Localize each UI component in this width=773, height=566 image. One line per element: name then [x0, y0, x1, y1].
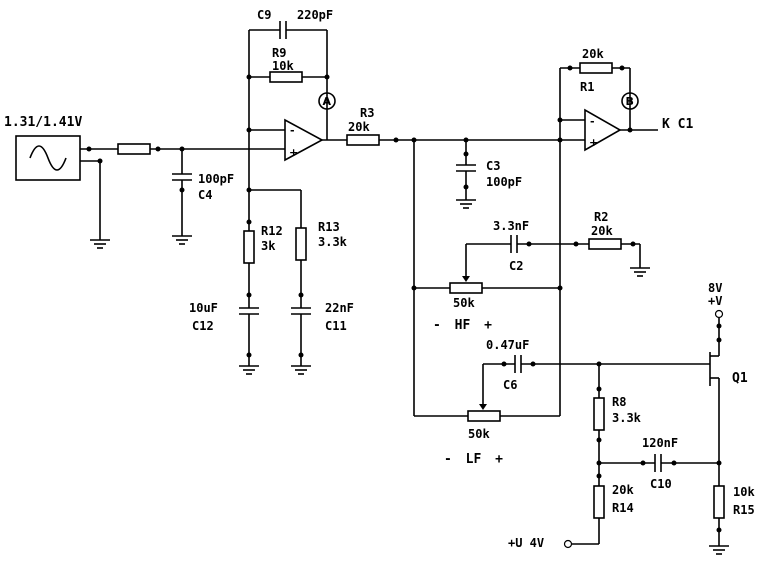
c4-value: 100pF	[198, 172, 234, 186]
capacitor-c3: C3 100pF	[455, 140, 522, 209]
r1-name: R1	[580, 80, 594, 94]
r12-value: 3k	[261, 239, 276, 253]
c11-value: 22nF	[325, 301, 354, 315]
opamp-2: - +	[584, 108, 622, 152]
r9-name: R9	[272, 46, 286, 60]
r9-value: 10k	[272, 59, 294, 73]
c2-name: C2	[509, 259, 523, 273]
c11-name: C11	[325, 319, 347, 333]
capacitor-c6: 0.47uF C6	[483, 338, 710, 392]
r3-name: R3	[360, 106, 374, 120]
signal-source: 1.31/1.41V	[4, 115, 118, 249]
svg-text:+: +	[289, 146, 298, 159]
input-resistor	[117, 143, 151, 155]
c9-name: C9	[257, 8, 271, 22]
c6-name: C6	[503, 378, 517, 392]
hf-pot-value: 50k	[453, 296, 475, 310]
ground-icon	[171, 235, 193, 245]
ground-icon	[238, 365, 260, 375]
hf-potentiometer[interactable]: 50k - HF +	[414, 244, 560, 333]
resistor-r1: 20k R1	[567, 47, 630, 94]
r2-value: 20k	[591, 224, 613, 238]
output-label: K C1	[662, 117, 693, 132]
svg-text:B: B	[626, 95, 634, 108]
svg-text:-: -	[590, 115, 595, 128]
r12-name: R12	[261, 224, 283, 238]
capacitor-c11: 22nF C11	[290, 301, 354, 375]
r15-value: 10k	[733, 485, 755, 499]
svg-text:A: A	[323, 95, 332, 108]
r13-name: R13	[318, 220, 340, 234]
lf-potentiometer[interactable]: 50k - LF +	[414, 364, 560, 467]
supply-voltage: 8V	[708, 281, 722, 295]
c3-value: 100pF	[486, 175, 522, 189]
hf-label: - HF +	[433, 318, 492, 333]
supply-label: +V	[708, 294, 722, 308]
r8-value: 3.3k	[612, 411, 642, 425]
c10-name: C10	[650, 477, 672, 491]
c4-name: C4	[198, 188, 212, 202]
opamp-1: - +	[284, 118, 324, 162]
capacitor-c4: 100pF C4	[171, 149, 234, 245]
c10-value: 120nF	[642, 436, 678, 450]
resistor-r12: R12 3k	[243, 190, 283, 308]
lf-pot-value: 50k	[468, 427, 490, 441]
c12-value: 10uF	[189, 301, 218, 315]
c2-value: 3.3nF	[493, 219, 529, 233]
resistor-r13: R13 3.3k	[295, 190, 348, 308]
transistor-q1: Q1	[709, 318, 748, 486]
source-label: 1.31/1.41V	[4, 115, 82, 130]
svg-text:+: +	[589, 136, 598, 149]
r8-name: R8	[612, 395, 626, 409]
r13-value: 3.3k	[318, 235, 348, 249]
c6-value: 0.47uF	[486, 338, 529, 352]
supply-terminal-icon	[714, 309, 724, 319]
resistor-r2: R2 20k	[588, 210, 651, 277]
r1-value: 20k	[582, 47, 604, 61]
bias-label: +U 4V	[508, 536, 544, 550]
ground-icon	[629, 267, 651, 277]
c12-name: C12	[192, 319, 214, 333]
probe-a-icon: A	[318, 92, 336, 110]
resistor-r14: 20k R14	[593, 483, 634, 519]
bias-terminal-icon	[563, 539, 573, 549]
ground-icon	[290, 365, 312, 375]
r2-name: R2	[594, 210, 608, 224]
r3-value: 20k	[348, 120, 370, 134]
q1-name: Q1	[732, 371, 748, 386]
c9-value: 220pF	[297, 8, 333, 22]
capacitor-c12: 10uF C12	[189, 301, 260, 375]
c3-name: C3	[486, 159, 500, 173]
capacitor-c10: 120nF C10	[599, 436, 719, 491]
r15-name: R15	[733, 503, 755, 517]
ground-icon	[455, 199, 477, 209]
resistor-r15: 10k R15	[708, 485, 755, 555]
capacitor-c9: C9 220pF	[249, 8, 333, 39]
ground-icon	[708, 545, 730, 555]
resistor-r3: R3 20k	[346, 106, 380, 146]
ground-icon	[89, 239, 111, 249]
r14-name: R14	[612, 501, 634, 515]
probe-b-icon: B	[621, 92, 639, 110]
resistor-r8: R8 3.3k	[593, 395, 642, 431]
capacitor-c2: 3.3nF C2	[466, 219, 589, 273]
svg-text:-: -	[290, 124, 295, 137]
lf-label: - LF +	[444, 452, 503, 467]
r14-value: 20k	[612, 483, 634, 497]
resistor-r9: R9 10k	[249, 46, 327, 83]
